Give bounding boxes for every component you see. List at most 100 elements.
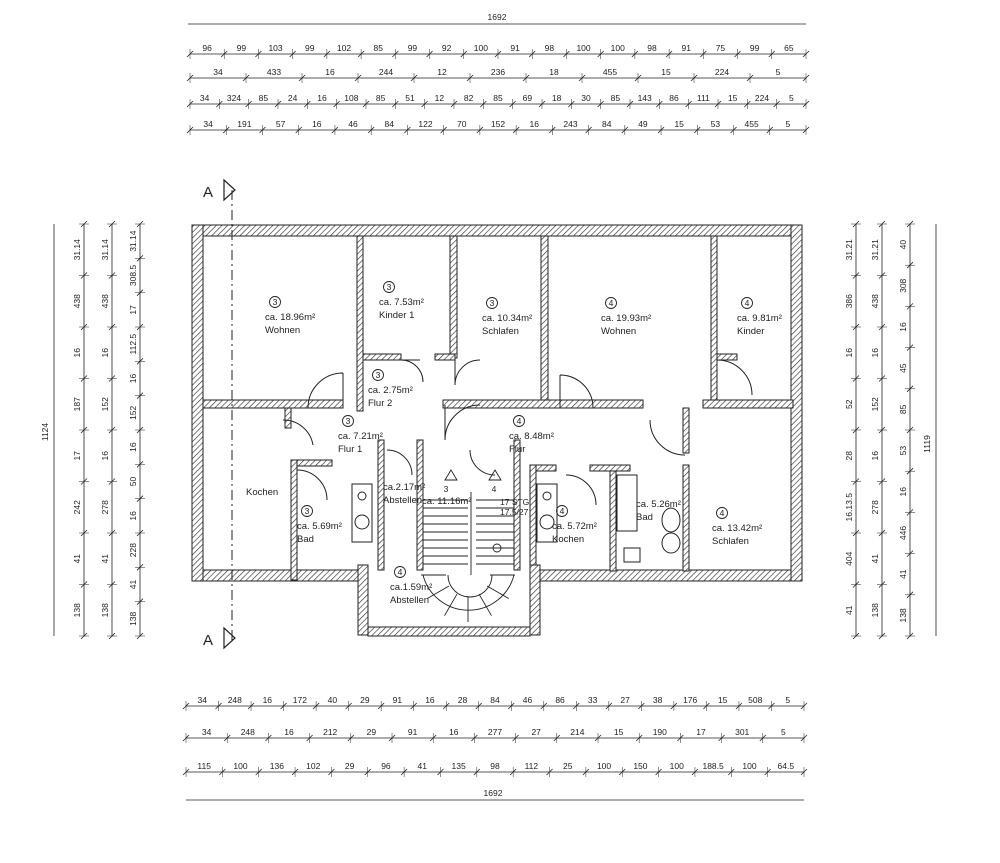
dim-value: 100 bbox=[474, 43, 488, 53]
dim-value: 91 bbox=[510, 43, 520, 53]
dim-value: 18 bbox=[552, 93, 562, 103]
dim-value: 41 bbox=[870, 554, 880, 564]
dim-value: 16 bbox=[128, 442, 138, 452]
dim-value: 45 bbox=[898, 363, 908, 373]
dim-value: 308.5 bbox=[128, 265, 138, 287]
dim-value: 214 bbox=[570, 727, 584, 737]
stair-rise: 17.5/27 bbox=[500, 507, 529, 517]
unit-number: 3 bbox=[346, 416, 351, 426]
dim-value: 187 bbox=[72, 397, 82, 411]
dim-value: 46 bbox=[523, 695, 533, 705]
room-name: Bad bbox=[636, 512, 653, 523]
dim-value: 41 bbox=[898, 569, 908, 579]
dim-value: 49 bbox=[638, 119, 648, 129]
dim-value: 5 bbox=[789, 93, 794, 103]
dim-value: 248 bbox=[228, 695, 242, 705]
dim-value: 16 bbox=[898, 322, 908, 332]
dim-value: 152 bbox=[870, 397, 880, 411]
unit-number: 3 bbox=[387, 282, 392, 292]
dim-value: 243 bbox=[563, 119, 577, 129]
dim-value: 438 bbox=[72, 294, 82, 308]
dim-value: 438 bbox=[100, 294, 110, 308]
dim-value: 138 bbox=[128, 611, 138, 625]
dim-value: 16 bbox=[100, 348, 110, 358]
dim-value: 34 bbox=[202, 727, 212, 737]
dim-value: 5 bbox=[786, 119, 791, 129]
dim-value: 52 bbox=[844, 399, 854, 409]
dim-value: 242 bbox=[72, 500, 82, 514]
dim-value: 64.5 bbox=[778, 761, 795, 771]
dim-value: 1124 bbox=[40, 423, 50, 442]
room-area: ca.2.17m² bbox=[383, 482, 425, 493]
room-name: Abstellen bbox=[390, 595, 429, 606]
room-name: Bad bbox=[297, 534, 314, 545]
dim-value: 85 bbox=[493, 93, 503, 103]
room-area: ca. 5.26m² bbox=[636, 499, 681, 510]
dim-right-total: 1119 bbox=[922, 224, 937, 636]
dim-value: 455 bbox=[603, 67, 617, 77]
dim-value: 278 bbox=[870, 500, 880, 514]
room-name: Wohnen bbox=[601, 326, 636, 337]
dim-value: 38 bbox=[653, 695, 663, 705]
section-line-a: A A bbox=[203, 178, 236, 650]
dim-value: 135 bbox=[452, 761, 466, 771]
dim-value: 51 bbox=[405, 93, 415, 103]
dim-value: 102 bbox=[306, 761, 320, 771]
dim-value: 16 bbox=[128, 374, 138, 384]
dim-value: 12 bbox=[437, 67, 447, 77]
unit-number: 4 bbox=[560, 506, 565, 516]
dim-value: 16 bbox=[312, 119, 322, 129]
room-name: Abstellen bbox=[383, 495, 422, 506]
stairwell bbox=[421, 469, 515, 622]
dim-value: 57 bbox=[276, 119, 286, 129]
dim-value: 301 bbox=[735, 727, 749, 737]
dim-value: 70 bbox=[457, 119, 467, 129]
dim-value: 53 bbox=[711, 119, 721, 129]
dim-value: 224 bbox=[715, 67, 729, 77]
dim-value: 16 bbox=[325, 67, 335, 77]
room-area: ca. 5.72m² bbox=[552, 521, 597, 532]
room-area: ca. 11.16m² bbox=[422, 496, 471, 507]
dim-value: 12 bbox=[435, 93, 445, 103]
dim-value: 278 bbox=[100, 500, 110, 514]
dim-value: 50 bbox=[128, 477, 138, 487]
dim-value: 446 bbox=[898, 526, 908, 540]
dim-value: 29 bbox=[360, 695, 370, 705]
dim-value: 85 bbox=[611, 93, 621, 103]
room-label: ca. 5.26m² Bad bbox=[636, 499, 681, 523]
unit-number: 4 bbox=[745, 298, 750, 308]
dim-value: 85 bbox=[376, 93, 386, 103]
room-name: Flur 2 bbox=[368, 398, 392, 409]
dim-value: 138 bbox=[100, 603, 110, 617]
dim-value: 150 bbox=[633, 761, 647, 771]
dim-value: 508 bbox=[748, 695, 762, 705]
unit-number: 4 bbox=[609, 298, 614, 308]
dim-value: 40 bbox=[898, 240, 908, 250]
room-label: Kochen bbox=[246, 487, 278, 498]
dim-value: 27 bbox=[531, 727, 541, 737]
room-area: ca. 7.53m² bbox=[379, 297, 424, 308]
dim-value: 85 bbox=[259, 93, 269, 103]
dim-value: 91 bbox=[408, 727, 418, 737]
dim-value: 16 bbox=[284, 727, 294, 737]
dim-value: 91 bbox=[681, 43, 691, 53]
dim-value: 152 bbox=[100, 397, 110, 411]
dim-value: 31.14 bbox=[100, 239, 110, 261]
unit-number: 3 bbox=[273, 297, 278, 307]
dim-value: 5 bbox=[785, 695, 790, 705]
room-name: Flur bbox=[509, 444, 525, 455]
dim-value: 31.14 bbox=[128, 230, 138, 252]
dim-value: 91 bbox=[393, 695, 403, 705]
dim-value: 41 bbox=[72, 554, 82, 564]
